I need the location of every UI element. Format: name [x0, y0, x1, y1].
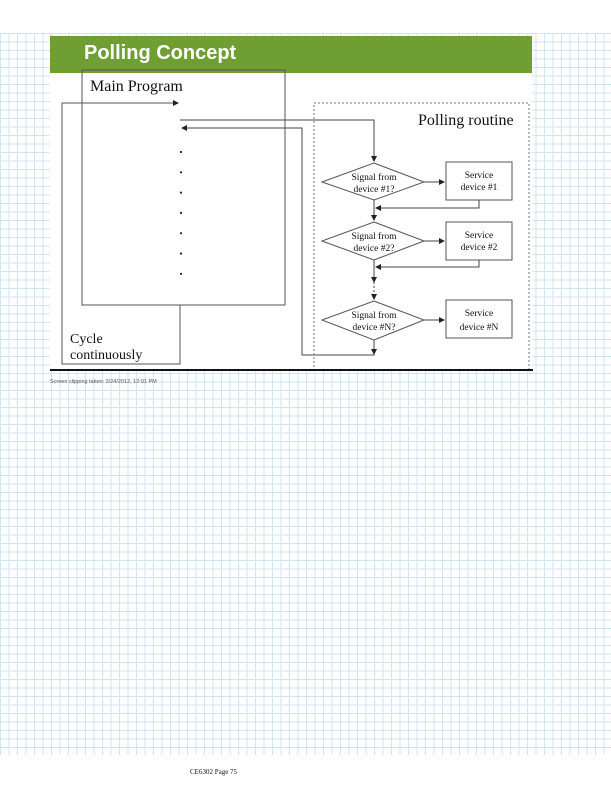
decision-device-n [320, 300, 426, 341]
slide-title: Polling Concept [84, 42, 237, 64]
ellipsis-dots [179, 150, 183, 275]
ellipsis-dot [179, 272, 183, 275]
main-program-box [81, 69, 286, 306]
service-2-return [375, 260, 480, 270]
ellipsis-dot [179, 232, 183, 235]
service-device-2-box [445, 221, 513, 261]
decision-2-line2: device #2? [354, 244, 395, 254]
decision-1-line2: device #1? [354, 185, 395, 195]
main-program-label: Main Program [90, 78, 183, 95]
service-2-line2: device #2 [461, 243, 498, 253]
cycle-label-line2: continuously [70, 348, 142, 363]
clip-bottom-rule [50, 369, 533, 371]
decision-1-line1: Signal from [351, 172, 397, 183]
page-footer: CE6302 Page 75 [190, 768, 238, 776]
slide-title-bar [50, 36, 532, 73]
cycle-loop-box [61, 100, 181, 365]
service-1-line1: Service [465, 171, 494, 181]
ellipsis-dot [179, 211, 183, 214]
ellipsis-dot [179, 191, 183, 194]
decision-n-line1: Signal from [351, 310, 397, 321]
service-n-line1: Service [465, 309, 494, 319]
decision-n-line2: device #N? [353, 323, 396, 333]
service-n-line2: device #N [460, 323, 499, 333]
service-1-line2: device #1 [461, 183, 498, 193]
decision-2-line1: Signal from [351, 231, 397, 242]
call-arrow [180, 119, 377, 162]
polling-routine-label: Polling routine [418, 112, 514, 129]
ellipsis-dot [179, 150, 183, 154]
ellipsis-dot [179, 171, 183, 174]
ellipsis-dot [179, 252, 183, 255]
service-1-return [375, 200, 480, 211]
clipping-caption: Screen clipping taken: 3/24/2012, 12:01 … [50, 379, 157, 385]
cycle-label-line1: Cycle [70, 332, 103, 347]
service-device-n-box [445, 299, 513, 339]
service-2-line1: Service [465, 231, 494, 241]
service-device-1-box [445, 161, 513, 201]
